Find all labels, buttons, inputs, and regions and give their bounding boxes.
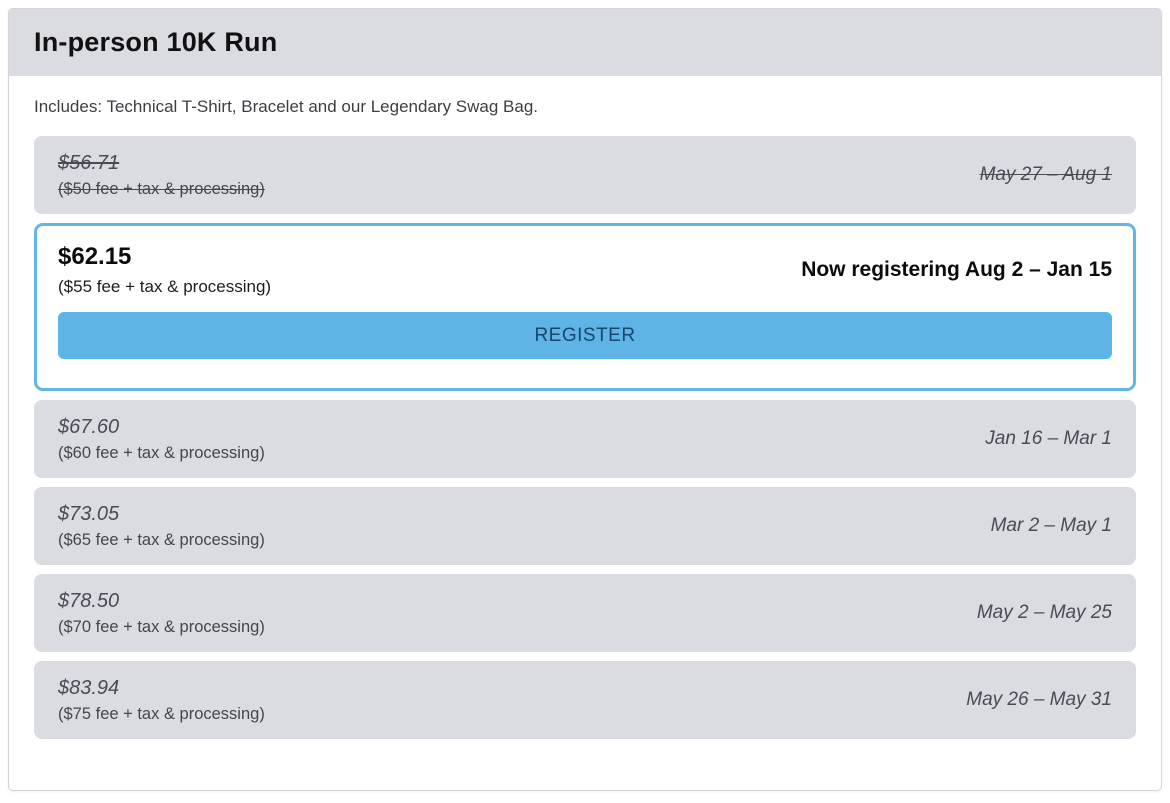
tier-price: $67.60	[58, 415, 120, 438]
pricing-tier-future: $67.60 ($60 fee + tax & processing) Jan …	[34, 400, 1136, 478]
tier-date-range: May 27 – Aug 1	[979, 164, 1112, 185]
tier-fee-note: ($60 fee + tax & processing)	[58, 443, 265, 462]
pricing-tier-future: $73.05 ($65 fee + tax & processing) Mar …	[34, 487, 1136, 565]
now-registering-text: Now registering Aug 2 – Jan 15	[801, 258, 1112, 281]
active-tier-info-row: $62.15 ($55 fee + tax & processing) Now …	[58, 243, 1112, 297]
tier-fee-note: ($55 fee + tax & processing)	[58, 277, 272, 296]
card-body: Includes: Technical T-Shirt, Bracelet an…	[9, 76, 1161, 739]
tier-date-range: Jan 16 – Mar 1	[985, 428, 1112, 449]
pricing-tier-future: $83.94 ($75 fee + tax & processing) May …	[34, 661, 1136, 739]
tier-price: $62.15	[58, 243, 132, 270]
pricing-tier-active: $62.15 ($55 fee + tax & processing) Now …	[34, 223, 1136, 391]
pricing-tier-future: $78.50 ($70 fee + tax & processing) May …	[34, 574, 1136, 652]
includes-text: Includes: Technical T-Shirt, Bracelet an…	[34, 97, 539, 116]
registration-card: In-person 10K Run Includes: Technical T-…	[8, 8, 1162, 791]
tier-fee-note: ($70 fee + tax & processing)	[58, 617, 265, 636]
register-button[interactable]: REGISTER	[58, 312, 1112, 359]
card-header: In-person 10K Run	[9, 9, 1161, 76]
tier-price-block: $83.94 ($75 fee + tax & processing)	[58, 677, 265, 724]
tier-price-block: $73.05 ($65 fee + tax & processing)	[58, 503, 265, 550]
tier-fee-note: ($65 fee + tax & processing)	[58, 530, 265, 549]
tier-price: $73.05	[58, 502, 120, 525]
tier-price-block: $62.15 ($55 fee + tax & processing)	[58, 243, 271, 297]
tier-date-range: May 26 – May 31	[966, 689, 1112, 710]
tier-date-range: May 2 – May 25	[976, 602, 1112, 623]
tier-price: $83.94	[58, 676, 120, 699]
tier-price: $56.71	[58, 151, 120, 174]
page-title: In-person 10K Run	[34, 27, 278, 57]
tier-fee-note: ($75 fee + tax & processing)	[58, 704, 265, 723]
tier-price-block: $56.71 ($50 fee + tax & processing)	[58, 152, 265, 199]
tier-price-block: $78.50 ($70 fee + tax & processing)	[58, 590, 265, 637]
pricing-tier-expired: $56.71 ($50 fee + tax & processing) May …	[34, 136, 1136, 214]
tier-fee-note: ($50 fee + tax & processing)	[58, 179, 265, 198]
tier-price-block: $67.60 ($60 fee + tax & processing)	[58, 416, 265, 463]
tier-date-range: Mar 2 – May 1	[990, 515, 1112, 536]
tier-price: $78.50	[58, 589, 120, 612]
